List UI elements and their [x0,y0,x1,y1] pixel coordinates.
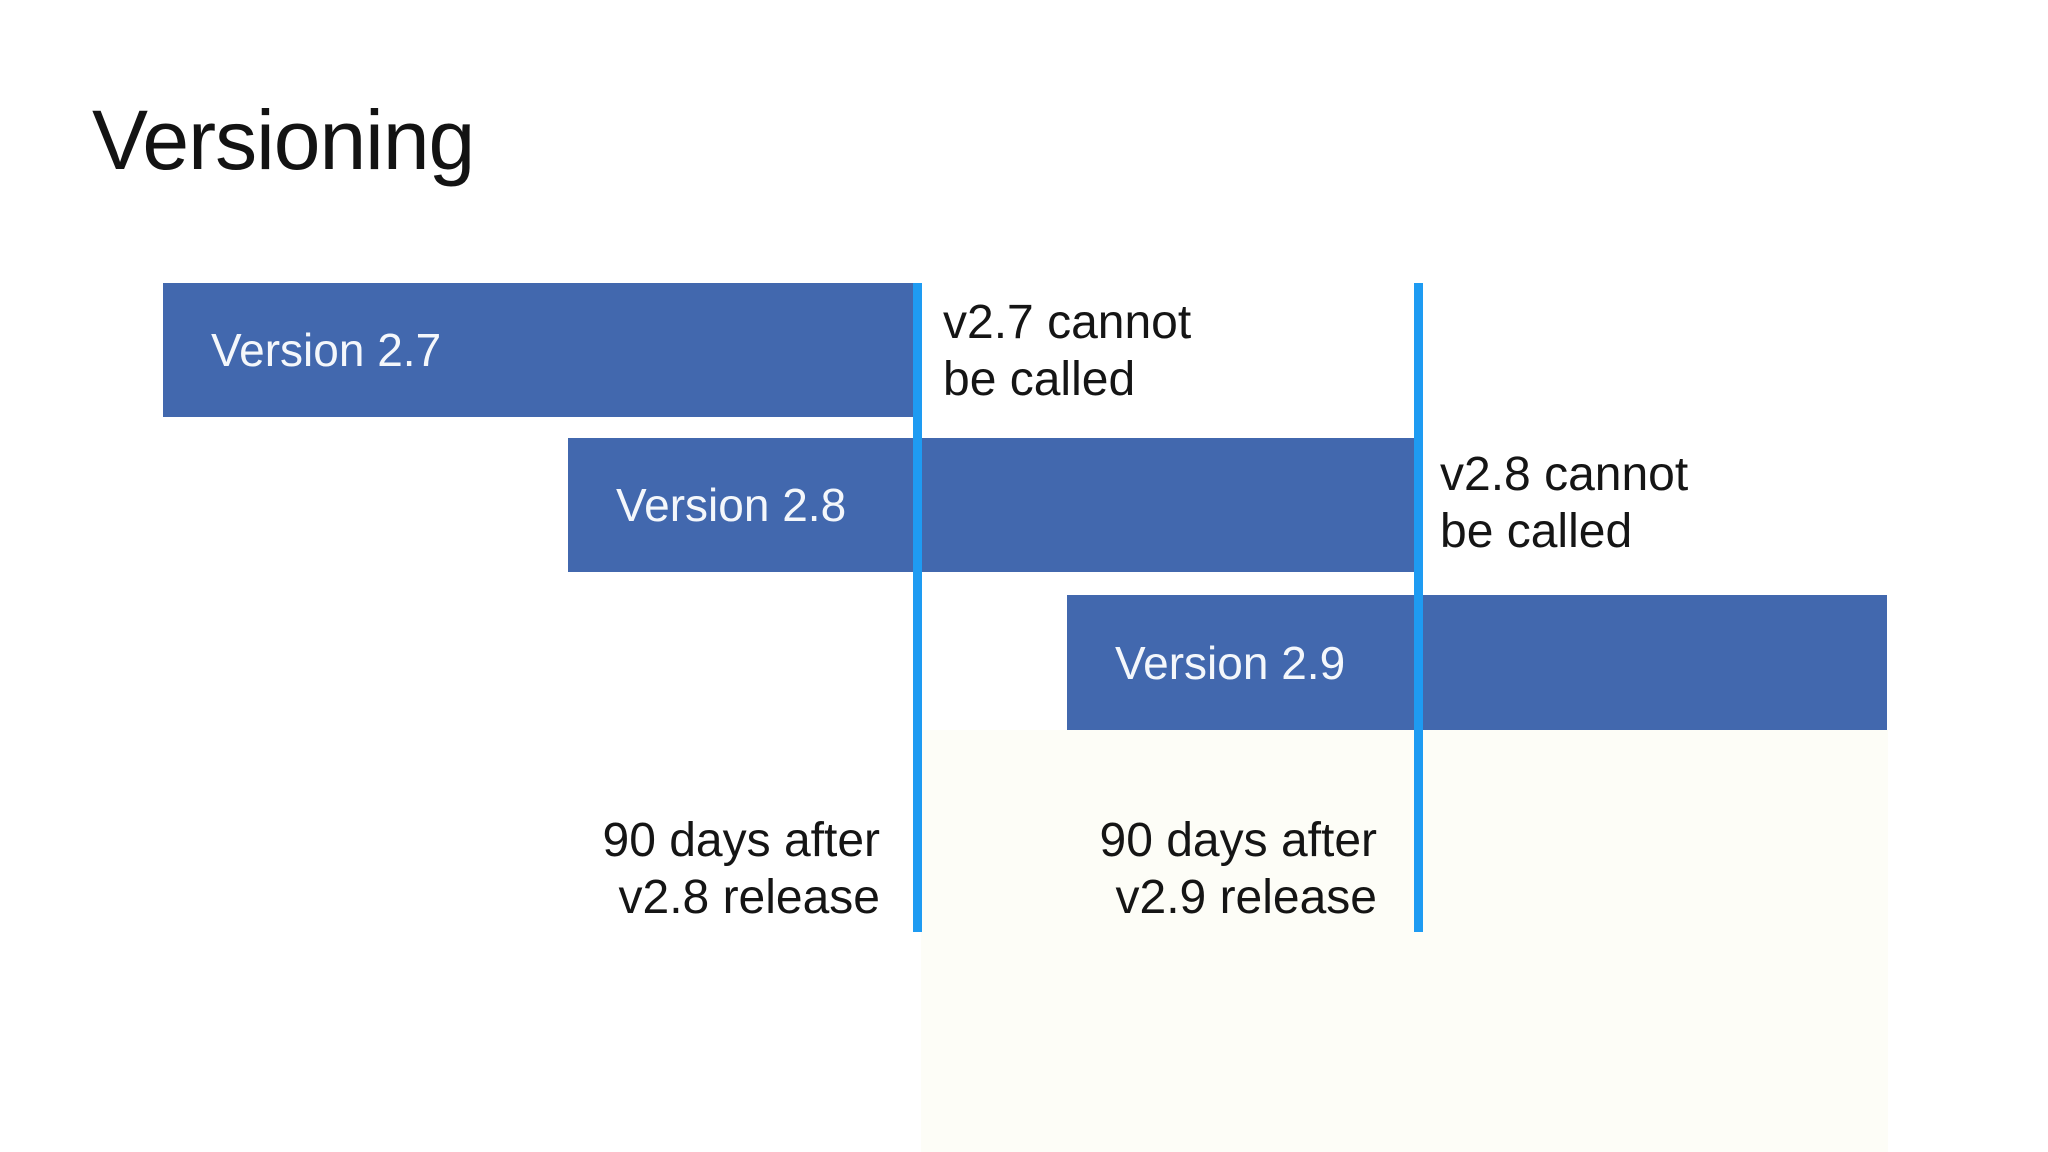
deadline-line: 90 days after [602,814,881,867]
deadline-line: v2.9 release [1115,871,1378,924]
annotation-line: be called [1440,505,1633,558]
background-tint [921,730,1888,1152]
version-2-8-bar-label: Version 2.8 [616,479,847,531]
deadline-line: v2.8 release [618,871,881,924]
version-2-9-bar: Version 2.9 [1067,595,1887,730]
version-2-7-bar-label: Version 2.7 [211,324,442,376]
annotation-v2-8-cannot-be-called: v2.8 cannot be called [1440,446,1688,560]
slide-title: Versioning [92,93,475,188]
annotation-line: v2.7 cannot [943,296,1192,349]
deadline-line: 90 days after [1099,814,1378,867]
annotation-v2-7-cannot-be-called: v2.7 cannot be called [943,294,1191,408]
deadline-label-90-days-after-v2-8-release: 90 days after v2.8 release [603,812,881,926]
version-2-9-bar-label: Version 2.9 [1115,636,1346,689]
cutoff-line-v2-9-release [1414,283,1423,932]
annotation-line: be called [943,353,1136,406]
version-2-7-bar: Version 2.7 [163,283,913,417]
annotation-line: v2.8 cannot [1440,448,1689,501]
version-2-8-bar: Version 2.8 [568,438,1414,572]
deadline-label-90-days-after-v2-9-release: 90 days after v2.9 release [1100,812,1378,926]
cutoff-line-v2-8-release [913,283,922,932]
